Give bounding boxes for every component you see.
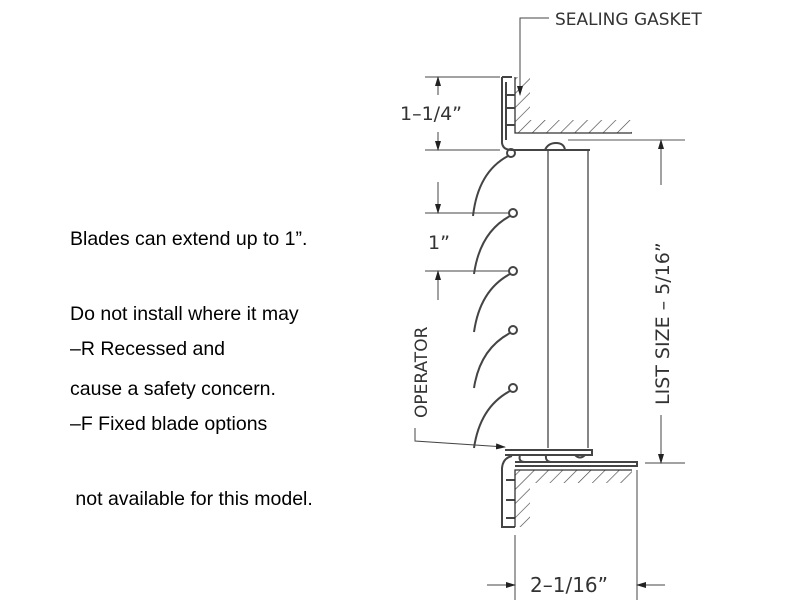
operator-label: OPERATOR <box>412 326 432 418</box>
blades <box>472 148 518 449</box>
blade <box>472 148 516 217</box>
sealing-gasket-label: SEALING GASKET <box>555 10 702 30</box>
blade <box>473 266 518 333</box>
sealing-gasket-leader <box>517 17 549 96</box>
dimension-top <box>425 76 500 151</box>
blade-note: Blades can extend up to 1”. Do not insta… <box>70 177 307 452</box>
damper-body <box>547 150 589 448</box>
note-line: Do not install where it may <box>70 303 299 325</box>
upper-wall <box>514 77 632 134</box>
dim-depth-label: 2–1/16” <box>530 573 608 597</box>
blade <box>473 383 518 449</box>
list-size-label: LIST SIZE – 5/16” <box>652 242 674 405</box>
note-line: Blades can extend up to 1”. <box>70 228 308 250</box>
dimension-depth <box>487 470 665 600</box>
note-line: not available for this model. <box>70 488 313 510</box>
lower-wall <box>514 469 632 527</box>
dim-blade-label: 1” <box>428 232 450 254</box>
lower-frame <box>501 449 638 528</box>
blade <box>473 325 518 389</box>
options-note: –R Recessed and –F Fixed blade options n… <box>70 287 313 562</box>
blade <box>473 208 518 275</box>
operator-leader <box>414 428 506 450</box>
dimension-blade <box>425 182 510 300</box>
note-line: –R Recessed and <box>70 338 226 360</box>
note-line: cause a safety concern. <box>70 378 276 400</box>
dim-top-label: 1–1/4” <box>400 103 462 125</box>
note-line: –F Fixed blade options <box>70 413 268 435</box>
dimension-list-size <box>645 139 685 464</box>
